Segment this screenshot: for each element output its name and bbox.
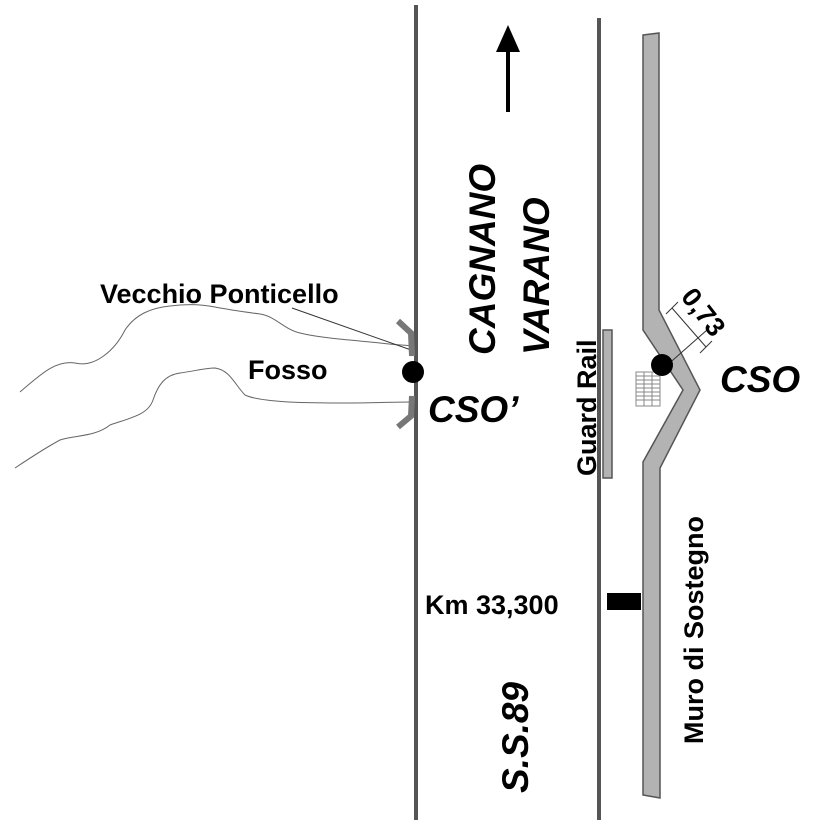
cagnano-label: CAGNANO [462,164,503,355]
cso-prime-label: CSO’ [428,389,519,430]
ponticello-lower-headwall [396,395,415,430]
dimension-marker [664,301,713,368]
ponticello-upper-headwall [395,318,415,357]
drainage-hatch [635,371,661,407]
road-label: S.S.89 [495,682,536,793]
guard-rail-label: Guard Rail [572,339,602,476]
varano-label: VARANO [516,197,557,355]
fosso-stream-lower-bank [14,367,413,469]
cso-point [651,354,673,376]
fosso-stream-upper-bank [19,304,413,393]
km-marker [607,593,641,610]
dimension-label: 0,73 [675,282,731,342]
vecchio-ponticello-pointer [291,307,415,352]
vecchio-ponticello-label: Vecchio Ponticello [100,279,339,309]
direction-arrow-icon [496,25,520,112]
cso-prime-point [402,361,424,383]
km-label: Km 33,300 [425,590,559,620]
muro-di-sostegno-label: Muro di Sostegno [679,516,709,744]
cso-label: CSO [720,359,800,400]
guard-rail [602,329,613,479]
fosso-label: Fosso [248,355,328,385]
